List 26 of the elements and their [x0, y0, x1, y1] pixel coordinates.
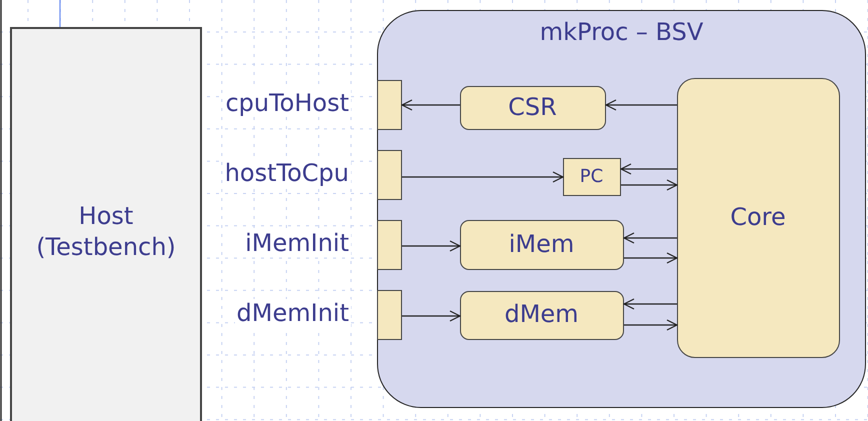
module-container	[377, 10, 866, 408]
port-label: cpuToHost	[223, 89, 351, 117]
module-title: mkProc – BSV	[538, 17, 704, 48]
arrow	[402, 310, 461, 322]
module-box: iMem	[460, 220, 624, 270]
arrow	[402, 171, 564, 183]
arrow	[621, 179, 678, 191]
port-label: hostToCpu	[222, 159, 351, 187]
module-box: dMem	[460, 290, 624, 340]
core-box: Core	[676, 78, 840, 358]
port-label: dMemInit	[234, 299, 351, 327]
port-box	[376, 80, 402, 130]
arrow	[624, 319, 678, 331]
arrow	[623, 232, 677, 244]
register-box: PC	[562, 158, 620, 196]
arrow	[624, 252, 678, 264]
module-box: CSR	[460, 86, 606, 130]
arrow	[402, 240, 461, 252]
arrow	[620, 163, 677, 175]
arrow	[401, 99, 460, 111]
port-box	[376, 220, 402, 270]
port-box	[376, 290, 402, 340]
arrow	[605, 99, 677, 111]
port-box	[376, 150, 402, 200]
arrow	[623, 298, 677, 310]
host-box: Host (Testbench)	[10, 27, 202, 421]
